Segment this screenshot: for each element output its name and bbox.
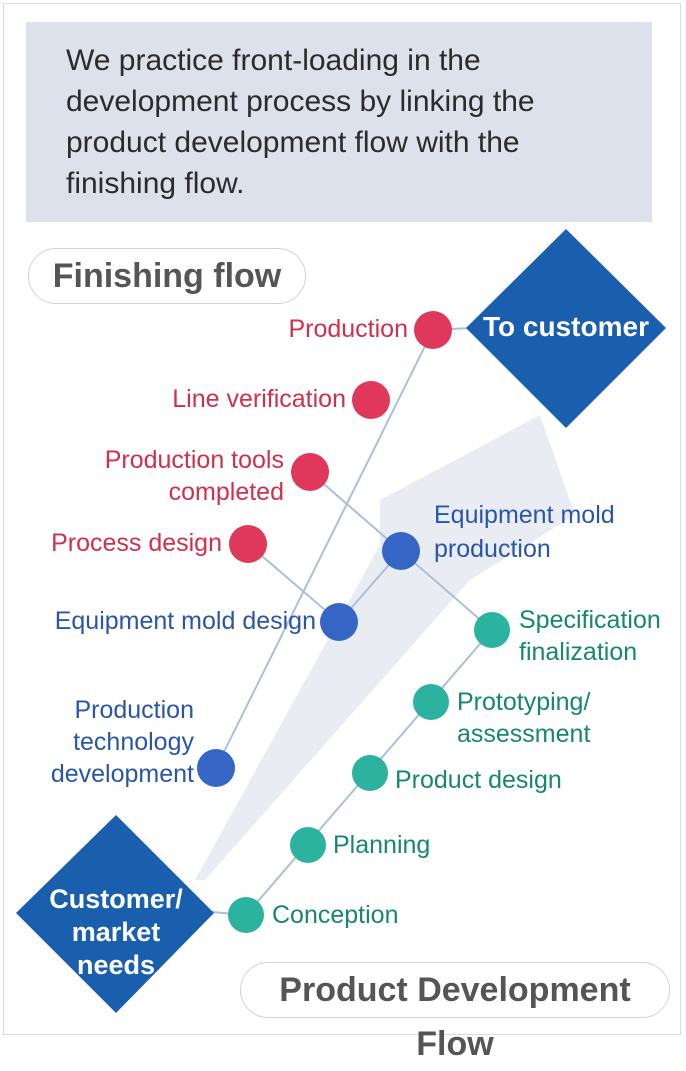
process-design-label: Process design: [51, 529, 222, 557]
specification-label: Specification finalization: [519, 606, 661, 666]
equipment-mold-design-label: Equipment mold design: [54, 607, 316, 635]
front-loading-arrow: [195, 415, 575, 880]
prototyping-node: [413, 684, 449, 720]
line-verification-label: Line verification: [172, 385, 346, 413]
planning-label: Planning: [333, 831, 431, 859]
customer-needs-diamond: [16, 815, 214, 1013]
production-tools-label: Production tools completed: [104, 446, 284, 506]
process-design-node: [229, 525, 267, 563]
specification-node: [474, 612, 510, 648]
production-technology-label: Production technology development: [50, 696, 194, 788]
flow-diagram: [16, 229, 666, 1013]
production-node: [414, 311, 452, 349]
conception-label: Conception: [272, 901, 399, 929]
equipment-mold-design-node: [320, 603, 358, 641]
equipment-mold-production-label: Equipment mold production: [434, 501, 615, 563]
intro-text-box: We practice front-loading in the develop…: [26, 22, 652, 222]
finishing-flow-heading: Finishing flow: [28, 248, 306, 304]
production-label: Production: [288, 315, 408, 343]
conception-node: [228, 897, 264, 933]
product-design-node: [352, 755, 388, 791]
planning-node: [290, 827, 326, 863]
to-customer-diamond: [466, 229, 666, 428]
production-technology-node: [197, 749, 235, 787]
production-tools-node: [291, 453, 329, 491]
to-customer-label: To customer: [483, 311, 649, 342]
product-development-flow-heading: Product Development Flow: [240, 962, 670, 1063]
product-design-label: Product design: [395, 766, 562, 794]
customer-needs-label: Customer/ market needs: [49, 884, 183, 980]
prototyping-label: Prototyping/ assessment: [457, 688, 591, 748]
equipment-mold-production-node: [382, 532, 420, 570]
line-verification-node: [352, 381, 390, 419]
